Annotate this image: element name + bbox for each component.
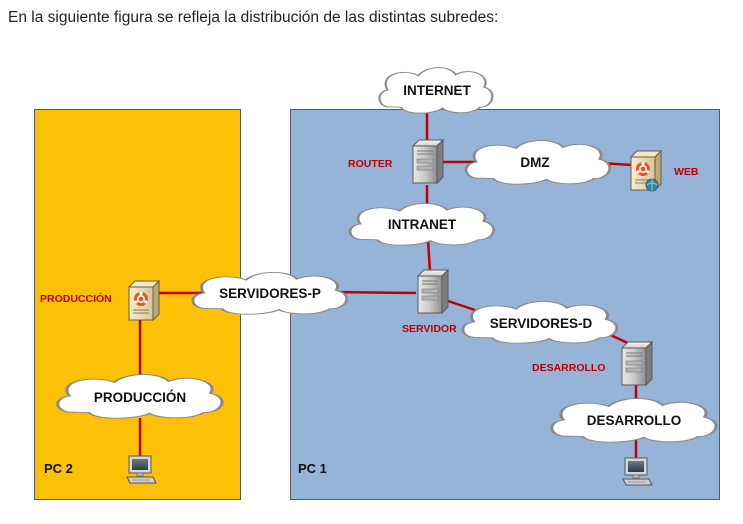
servidores-p-cloud: SERVIDORES-P — [193, 272, 347, 314]
intranet-cloud-label: INTRANET — [388, 217, 457, 232]
internet-cloud: INTERNET — [379, 68, 492, 114]
desarrollo-server-label: DESARROLLO — [532, 362, 606, 374]
ubuntu-server-icon — [128, 280, 160, 321]
pc1-zone-label: PC 1 — [298, 461, 327, 476]
pc2-zone-label: PC 2 — [44, 461, 73, 476]
link-servidoresp-servidor — [332, 290, 417, 295]
server-tower-icon — [417, 269, 449, 314]
desarrollo-server-node: DESARROLLO — [532, 341, 653, 386]
servidores-d-cloud: SERVIDORES-D — [463, 301, 617, 343]
internet-cloud-label: INTERNET — [403, 83, 471, 98]
produccion-cloud: PRODUCCIÓN — [58, 374, 222, 418]
produccion-cloud-label: PRODUCCIÓN — [94, 390, 186, 405]
router-node: ROUTER — [348, 139, 444, 184]
servidor-node: SERVIDOR — [402, 269, 457, 335]
desktop-computer-icon — [126, 455, 157, 484]
servidores-d-cloud-label: SERVIDORES-D — [490, 316, 593, 331]
router-label: ROUTER — [348, 158, 393, 170]
produccion-server-label: PRODUCCIÓN — [40, 292, 112, 305]
link-intranet-servidor — [426, 239, 432, 273]
desarrollo-cloud-label: DESARROLLO — [587, 413, 682, 428]
web-label: WEB — [674, 166, 699, 178]
server-tower-icon — [621, 341, 653, 386]
produccion-server-node: PRODUCCIÓN — [40, 280, 160, 321]
web-node: WEB — [630, 150, 699, 192]
servidor-label: SERVIDOR — [402, 323, 457, 335]
servidores-p-cloud-label: SERVIDORES-P — [219, 286, 321, 301]
desarrollo-cloud: DESARROLLO — [552, 398, 716, 442]
server-tower-icon — [412, 139, 444, 184]
figure-caption: En la siguiente figura se refleja la dis… — [8, 9, 499, 26]
link-servidor-servidoresd — [444, 298, 476, 312]
dmz-cloud: DMZ — [466, 140, 610, 184]
desktop-computer-icon — [622, 457, 653, 486]
dmz-cloud-label: DMZ — [520, 155, 549, 170]
intranet-cloud: INTRANET — [350, 203, 494, 245]
